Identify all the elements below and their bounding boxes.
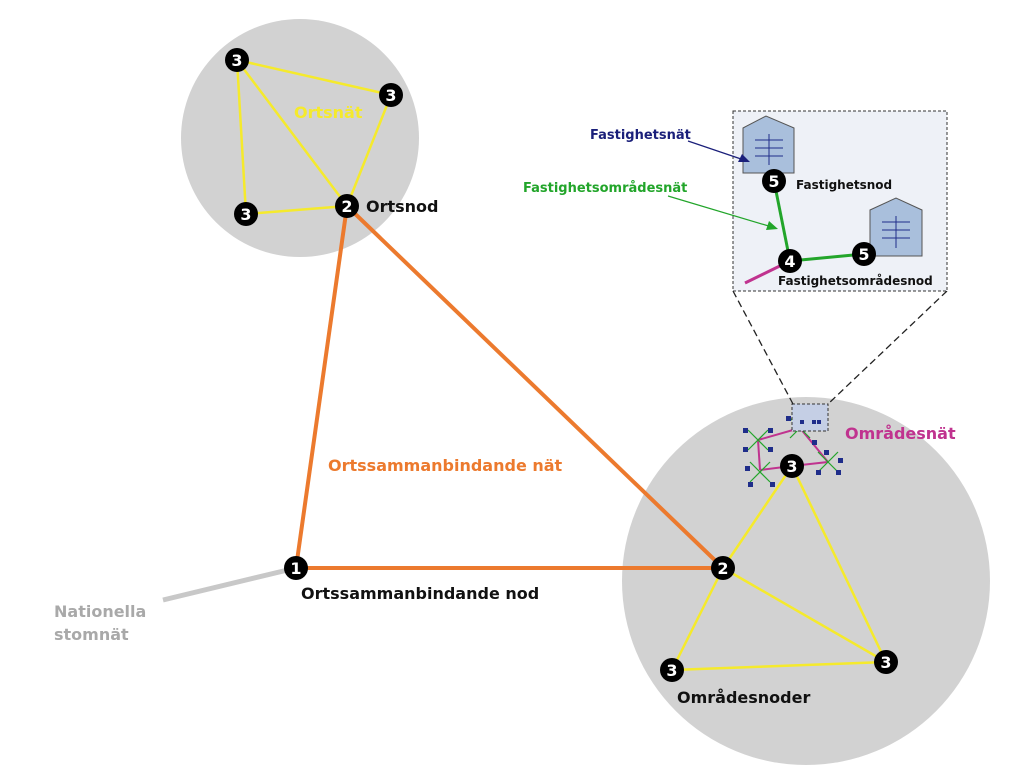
node-fastighet-2: 5 (852, 242, 876, 266)
node-omrade-top: 3 (780, 454, 804, 478)
node-ortssammanbindande: 1 (284, 556, 308, 580)
svg-text:2: 2 (341, 197, 352, 216)
stomnat-label: stomnät (54, 625, 129, 644)
ortsnat-label: Ortsnät (294, 103, 363, 122)
svg-text:3: 3 (240, 205, 251, 224)
fastighetsnod-label: Fastighetsnod (796, 178, 892, 192)
omradesnat-label: Områdesnät (845, 424, 956, 443)
building-icon (869, 197, 923, 257)
svg-text:4: 4 (784, 252, 795, 271)
svg-text:3: 3 (880, 653, 891, 672)
nationella-label: Nationella (54, 602, 146, 621)
omradesnat-area-circle (622, 397, 990, 765)
fastighetsomradesnat-arrow (667, 195, 778, 230)
building-icon (742, 115, 795, 174)
node-fastighet-1: 5 (762, 169, 786, 193)
fastighetsomradesnat-label: Fastighetsområdesnät (523, 181, 687, 196)
node-omrade-hub: 2 (711, 556, 735, 580)
omradesnat-lines (670, 465, 888, 672)
fastighetsnat-label: Fastighetsnät (590, 128, 691, 143)
fastighetsnat-arrow (687, 140, 750, 162)
node-fastighetsomrade: 4 (778, 249, 802, 273)
fastighetsomradesnat-line (789, 252, 865, 263)
zoom-source-box (791, 403, 829, 432)
svg-text:3: 3 (231, 51, 242, 70)
node-ort-top-right: 3 (379, 83, 403, 107)
zoom-source-dots (800, 420, 821, 424)
svg-text:5: 5 (768, 172, 779, 191)
svg-text:3: 3 (666, 661, 677, 680)
node-ort-bottom-left: 3 (234, 202, 258, 226)
nationella-stomnat-line (162, 565, 297, 603)
omradesnoder-label: Områdesnoder (677, 688, 810, 707)
ortssammanbindande-nod-label: Ortssammanbindande nod (301, 584, 539, 603)
svg-text:1: 1 (290, 559, 301, 578)
ortssammanbindande-nat-label: Ortssammanbindande nät (328, 456, 563, 475)
node-ortsnod: 2 (335, 194, 359, 218)
node-omrade-bottom-left: 3 (660, 658, 684, 682)
ortsnat-lines (235, 58, 393, 216)
ortsnat-area-circle (181, 19, 419, 257)
svg-text:3: 3 (786, 457, 797, 476)
svg-text:3: 3 (385, 86, 396, 105)
fastighetsomradesnat-line (772, 180, 792, 262)
fastighetsomradesnod-label: Fastighetsområdesnod (778, 274, 933, 288)
zoom-connector-lines (732, 290, 948, 405)
node-omrade-bottom-right: 3 (874, 650, 898, 674)
ortsnod-label: Ortsnod (366, 197, 439, 216)
node-ort-top-left: 3 (225, 48, 249, 72)
svg-text:5: 5 (858, 245, 869, 264)
ortssammanbindande-lines (294, 204, 725, 570)
svg-text:2: 2 (717, 559, 728, 578)
